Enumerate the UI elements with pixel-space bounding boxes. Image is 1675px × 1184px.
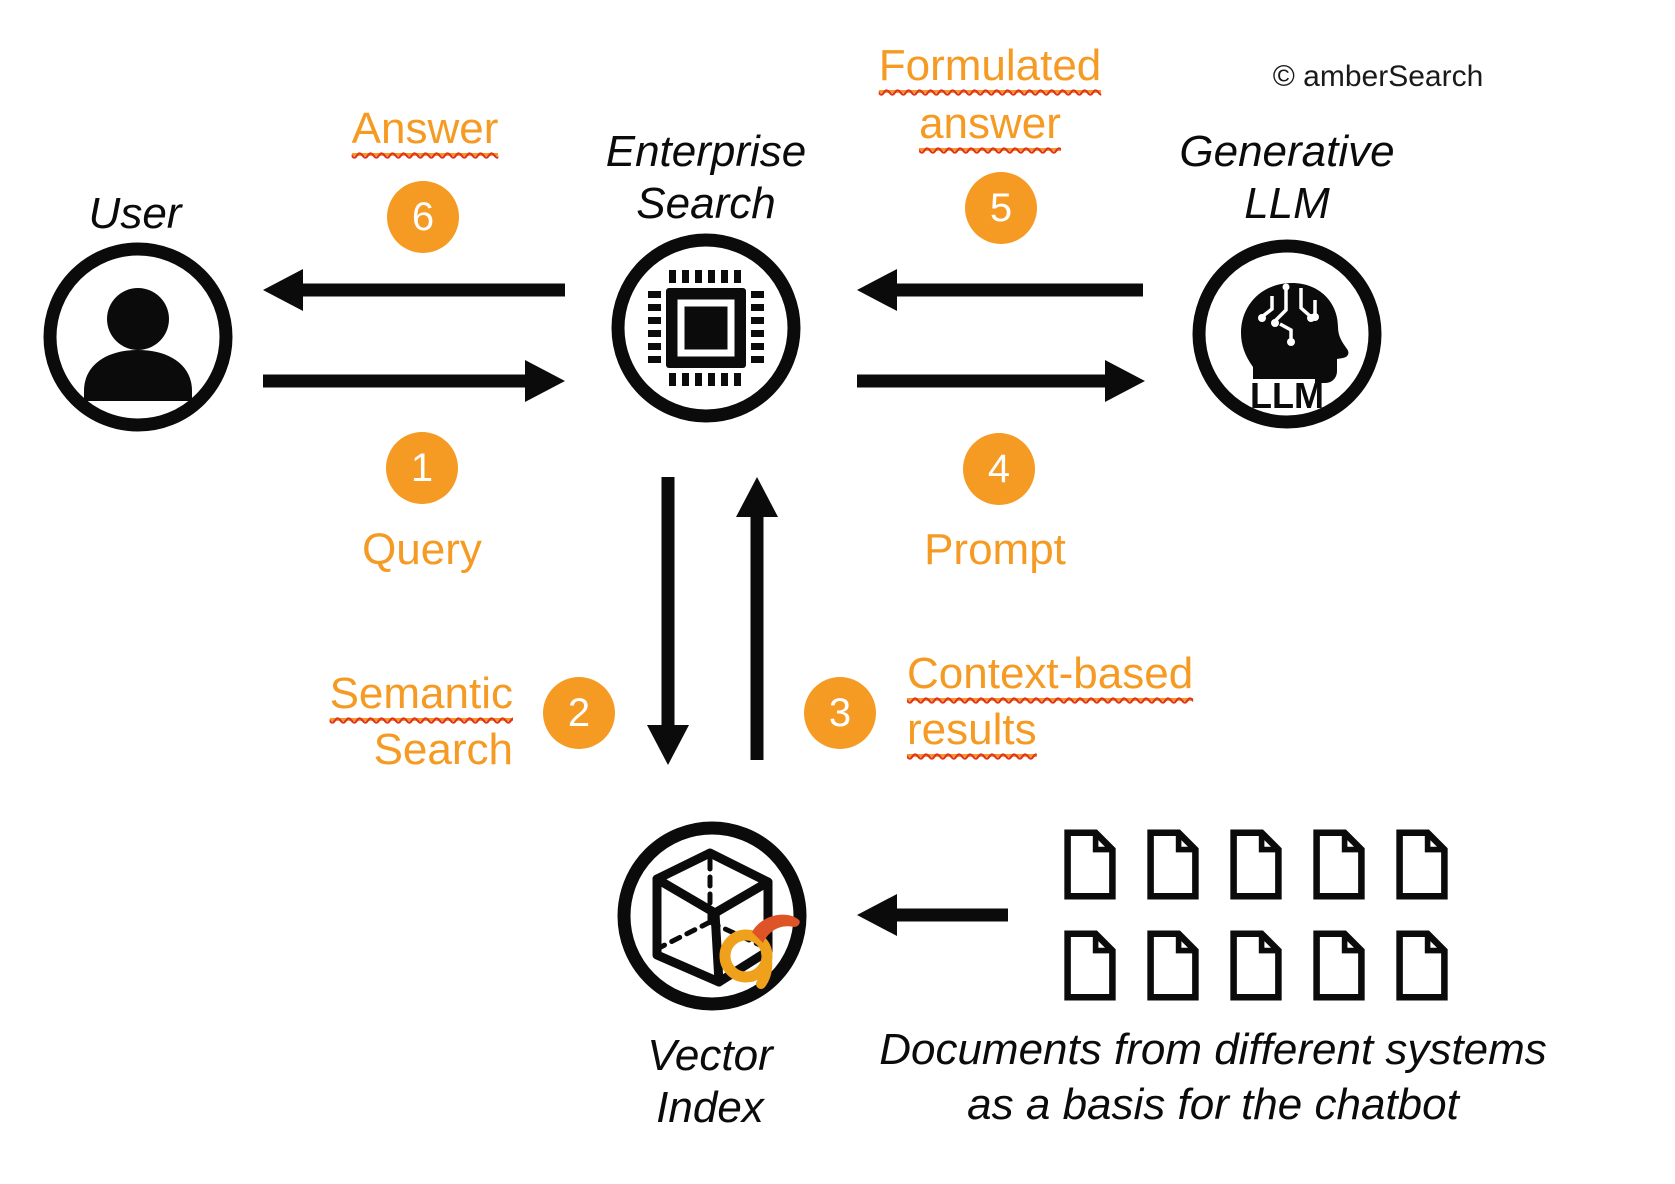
- documents-grid: [1062, 827, 1450, 1003]
- step-5-number: 5: [989, 185, 1013, 230]
- vector-index-label-line2: Index: [656, 1083, 764, 1132]
- arrow-prompt-right: [857, 360, 1145, 402]
- llm-brain-icon: LLM: [1192, 239, 1382, 429]
- documents-caption-line2: as a basis for the chatbot: [967, 1080, 1459, 1129]
- step-4-number: 4: [987, 446, 1011, 491]
- context-based-results-line1: Context-based: [907, 649, 1194, 698]
- vector-index-label: Vector Index: [560, 1030, 860, 1134]
- enterprise-search-label: Enterprise Search: [556, 126, 856, 230]
- step-2-badge: 2: [543, 677, 615, 749]
- step-2-number: 2: [567, 690, 591, 735]
- vector-index-label-line1: Vector: [647, 1031, 773, 1080]
- document-icon: [1313, 930, 1365, 1001]
- semantic-search-line1: Semantic: [329, 669, 513, 718]
- step-5-badge: 5: [965, 172, 1037, 244]
- arrow-semantic-down: [647, 477, 689, 765]
- document-icon: [1064, 829, 1116, 900]
- formulated-answer-line1: Formulated: [878, 41, 1102, 90]
- documents-caption-line1: Documents from different systems: [879, 1025, 1547, 1074]
- generative-llm-label-line2: LLM: [1244, 179, 1330, 228]
- generative-llm-label-line1: Generative: [1179, 127, 1395, 176]
- enterprise-search-label-line1: Enterprise: [605, 127, 807, 176]
- semantic-search-line2: Search: [373, 725, 513, 774]
- document-icon: [1230, 829, 1282, 900]
- prompt-label: Prompt: [924, 525, 1066, 574]
- step-3-number: 3: [828, 690, 852, 735]
- step-1-badge: 1: [386, 432, 458, 504]
- document-icon: [1396, 930, 1448, 1001]
- semantic-search-label: Semantic Search: [263, 668, 513, 776]
- step-6-badge: 6: [387, 181, 459, 253]
- arrow-query-right: [263, 360, 565, 402]
- step-4-badge: 4: [963, 433, 1035, 505]
- vector-cube-icon: [617, 821, 807, 1011]
- copyright-text: © amberSearch: [1272, 60, 1484, 93]
- arrow-results-up: [736, 477, 778, 760]
- enterprise-search-label-line2: Search: [636, 179, 776, 228]
- document-icon: [1147, 829, 1199, 900]
- arrow-answer-left: [263, 269, 565, 311]
- step-6-number: 6: [411, 194, 435, 239]
- document-icon: [1230, 930, 1282, 1001]
- documents-caption: Documents from different systems as a ba…: [863, 1022, 1563, 1132]
- query-label: Query: [362, 525, 482, 574]
- document-icon: [1396, 829, 1448, 900]
- answer-label: Answer: [325, 103, 525, 156]
- context-based-results-line2: results: [907, 705, 1037, 754]
- answer-label-text: Answer: [351, 104, 499, 153]
- document-icon: [1313, 829, 1365, 900]
- formulated-answer-line2: answer: [919, 99, 1061, 148]
- arrow-formulated-answer-left: [857, 269, 1143, 311]
- generative-llm-label: Generative LLM: [1137, 126, 1437, 230]
- llm-icon-text: LLM: [1250, 375, 1324, 416]
- context-based-results-label: Context-based results: [907, 648, 1247, 757]
- document-icon: [1147, 930, 1199, 1001]
- chip-icon: [611, 233, 801, 423]
- document-icon: [1064, 930, 1116, 1001]
- user-icon: [43, 242, 233, 432]
- user-label: User: [88, 189, 182, 238]
- step-3-badge: 3: [804, 677, 876, 749]
- formulated-answer-label: Formulated answer: [840, 40, 1140, 151]
- step-1-number: 1: [410, 445, 434, 490]
- arrow-documents-left: [857, 894, 1008, 936]
